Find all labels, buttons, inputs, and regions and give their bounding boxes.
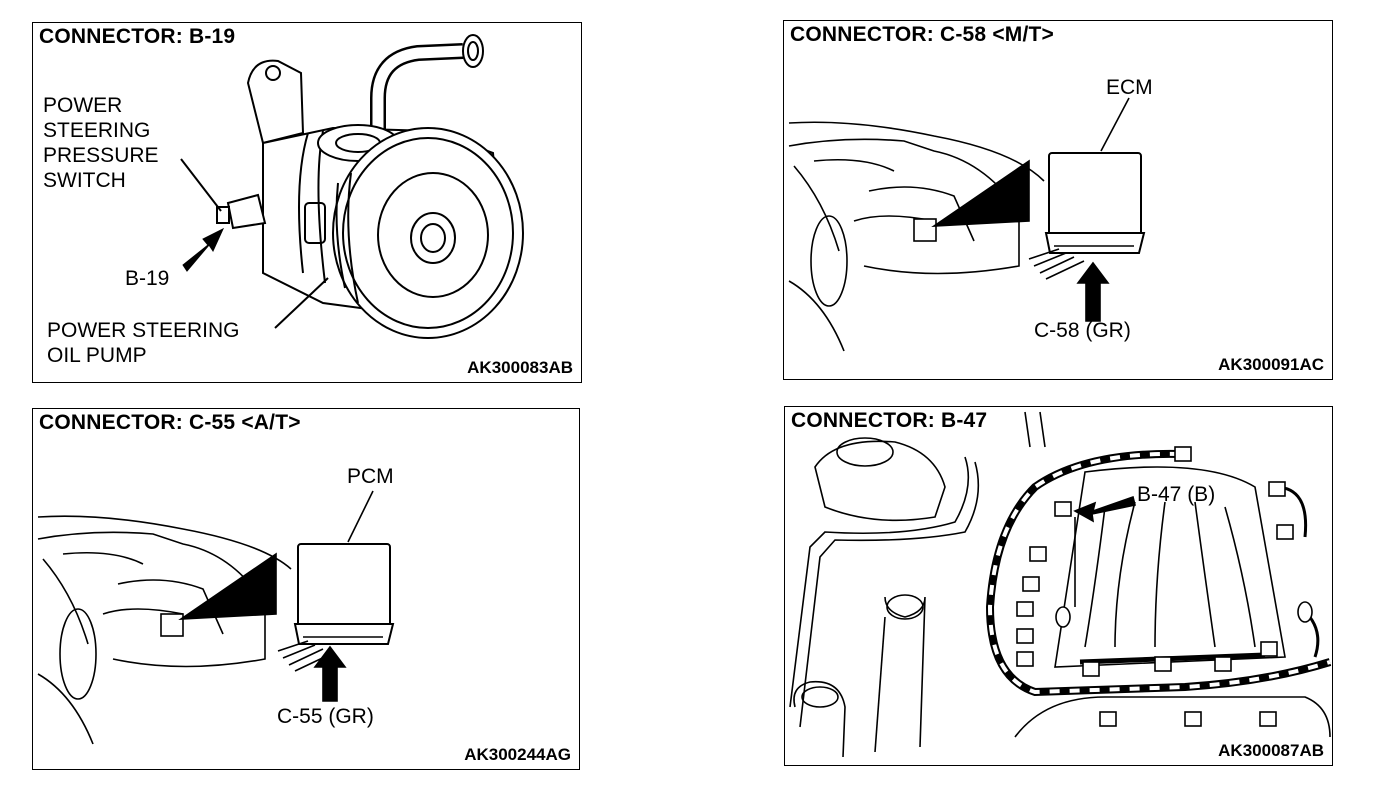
connector-label: C-58 (GR) (1034, 319, 1131, 342)
switch-label-line: POWER (43, 94, 123, 117)
engine-bay-harness-illustration (789, 411, 1332, 758)
connector-label: B-47 (B) (1137, 483, 1216, 506)
panel-title: CONNECTOR: B-47 (791, 409, 988, 432)
figure-code: AK300087AB (1218, 741, 1324, 760)
connector-label: B-19 (125, 267, 170, 290)
switch-label: POWER STEERING PRESSURE SWITCH (43, 93, 159, 193)
connector-label: C-55 (GR) (277, 705, 374, 728)
module-label: ECM (1106, 76, 1153, 99)
ecm-location-illustration (788, 97, 1146, 352)
pump-label: POWER STEERING OIL PUMP (47, 318, 240, 368)
panel-b47: CONNECTOR: B-47 B-47 (B) AK300087AB (784, 406, 1333, 766)
switch-label-line: PRESSURE (43, 144, 159, 167)
panel-title: CONNECTOR: C-58 <M/T> (790, 23, 1055, 46)
figure-code: AK300083AB (467, 358, 573, 377)
pump-label-line: POWER STEERING (47, 319, 240, 342)
power-steering-pump-illustration (180, 34, 524, 339)
panel-c55: CONNECTOR: C-55 <A/T> PCM C-55 (GR) AK30… (32, 408, 580, 770)
pcm-location-illustration (37, 490, 395, 745)
figure-code: AK300091AC (1218, 355, 1324, 374)
pump-label-line: OIL PUMP (47, 344, 147, 367)
panel-c58: CONNECTOR: C-58 <M/T> ECM C-58 (GR) AK30… (783, 20, 1333, 380)
figure-code: AK300244AG (464, 745, 571, 764)
panel-title: CONNECTOR: B-19 (39, 25, 236, 48)
switch-label-line: SWITCH (43, 169, 126, 192)
switch-label-line: STEERING (43, 119, 151, 142)
panel-title: CONNECTOR: C-55 <A/T> (39, 411, 301, 434)
panel-b19: CONNECTOR: B-19 POWER STEERING PRESSURE … (32, 22, 582, 383)
module-label: PCM (347, 465, 394, 488)
